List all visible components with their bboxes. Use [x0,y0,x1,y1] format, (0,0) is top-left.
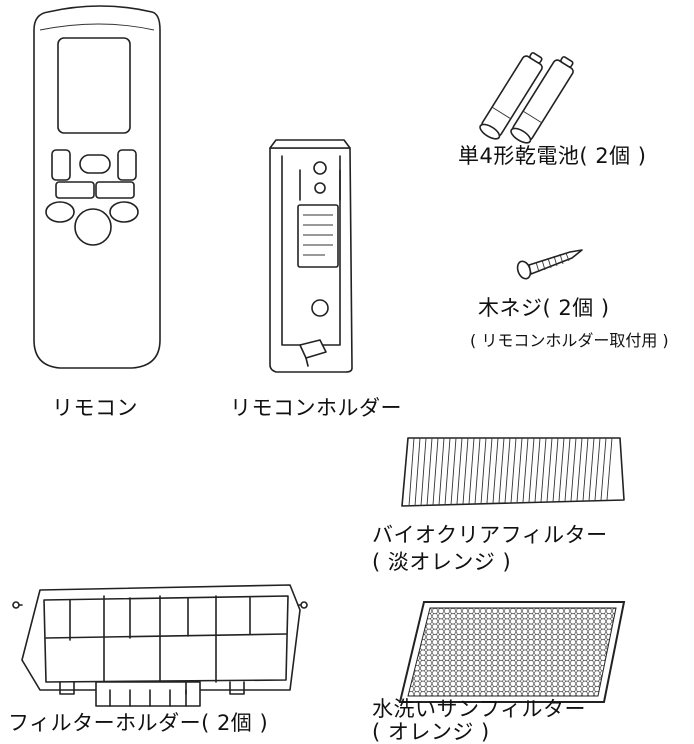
label-remote-holder: リモコンホルダー [230,396,402,420]
label-bio-filter-color: ( 淡オレンジ ) [372,550,512,574]
label-wood-screw: 木ネジ( 2個 ) [478,296,610,320]
wood-screw-drawing [516,249,583,280]
filter-holder-drawing [12,584,308,707]
label-wood-screw-note: ( リモコンホルダー取付用 ) [470,331,669,350]
remote-control-drawing [33,5,161,369]
remote-holder-drawing [269,139,353,373]
washable-filter-drawing [398,601,626,703]
label-washable-filter-color: ( オレンジ ) [372,720,490,744]
batteries-drawing [479,52,574,144]
label-washable-filter: 水洗いサンフィルター [372,697,586,721]
bio-clear-filter-drawing [401,437,625,507]
label-batteries: 単4形乾電池( 2個 ) [458,144,647,168]
label-bio-filter: バイオクリアフィルター [372,523,608,547]
label-remote: リモコン [52,396,138,420]
label-filter-holder: フィルターホルダー( 2個 ) [8,711,269,735]
